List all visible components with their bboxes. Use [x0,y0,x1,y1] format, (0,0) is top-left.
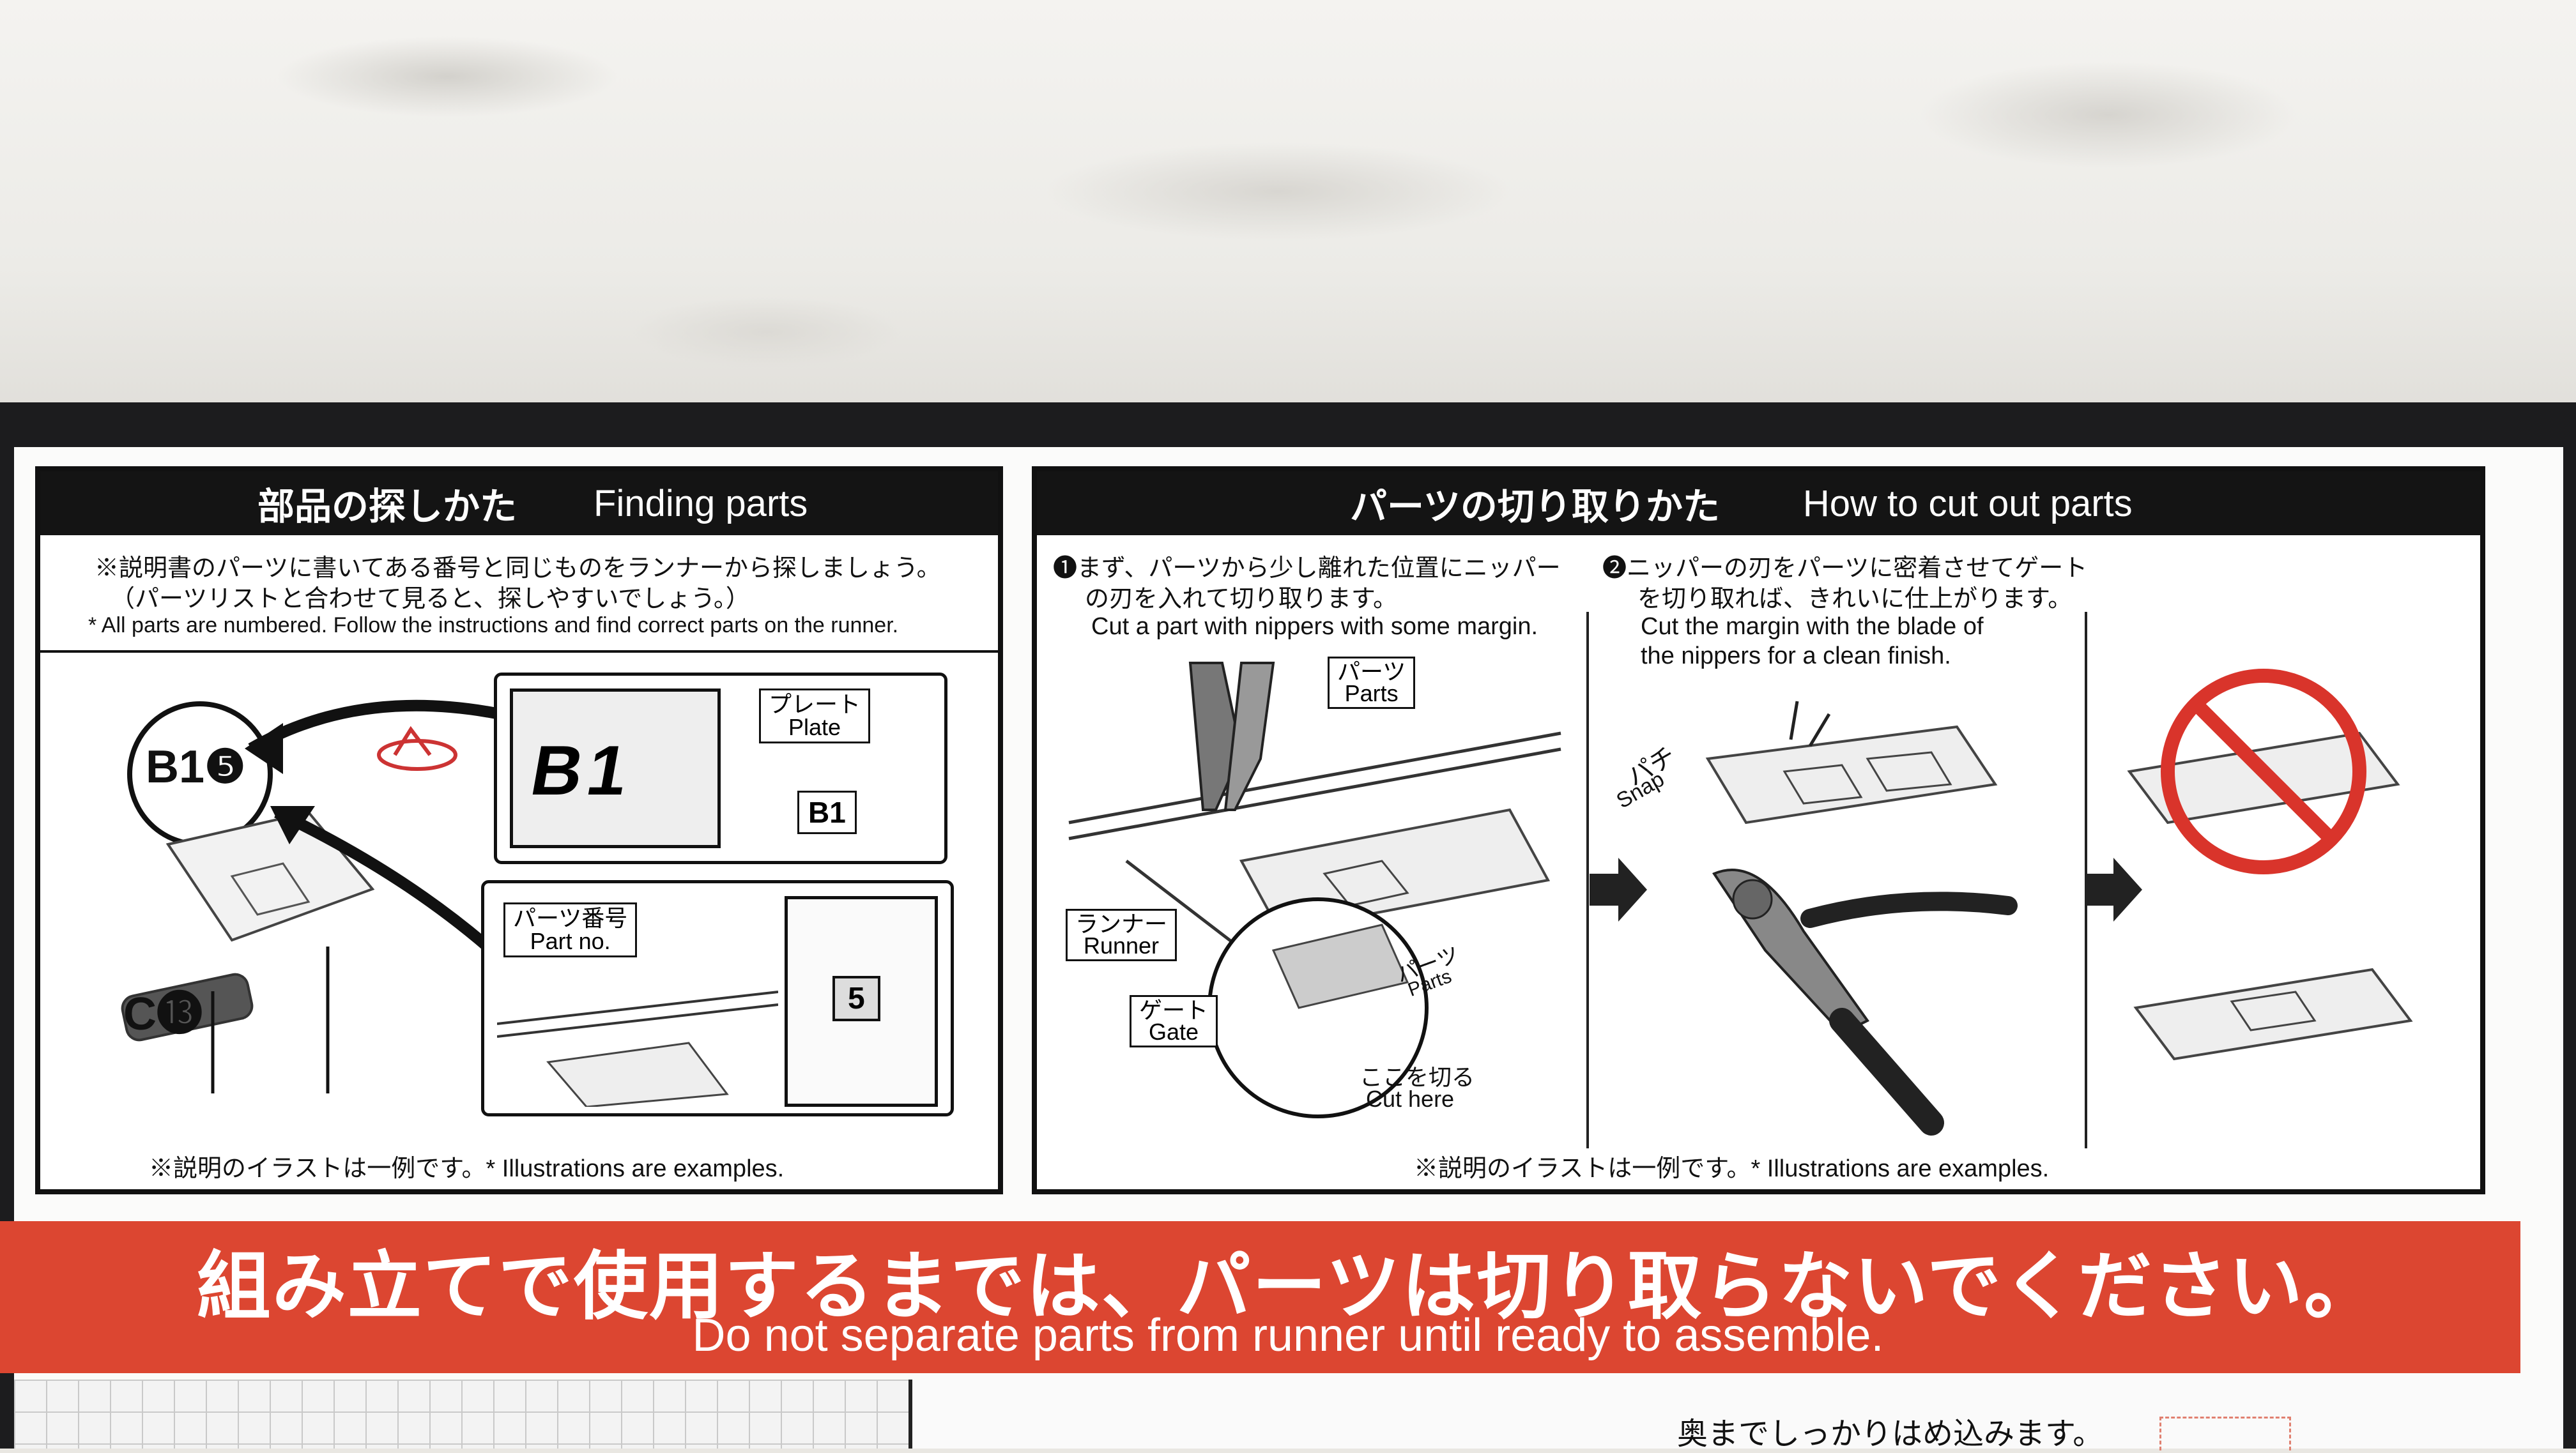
finding-parts-title-en: Finding parts [594,482,808,524]
grid-illustration [14,1380,912,1449]
warning-text-jp: 組み立てで使用するまでは、パーツは切り取らないでください。 [196,1245,2380,1328]
cut-parts-title-jp: パーツの切り取りかた [1350,486,1720,528]
partno-label-jp: パーツ番号 [513,905,628,931]
plate-label-en: Plate [788,714,841,740]
plate-tag-small: B1 [797,791,857,834]
gate-label-jp: ゲート [1139,997,1209,1023]
step1-jp-2: の刃を入れて切り取ります。 [1085,586,1398,612]
step1-jp-1: ❶まず、パーツから少し離れた位置にニッパー [1053,555,1561,582]
step2-illustration [1705,701,2018,1136]
partno-closeup: 5 [785,896,938,1107]
finding-note-en: * All parts are numbered. Follow the ins… [88,613,899,637]
step1-illustration [1068,662,1561,1118]
brick-wall-background [0,0,2576,447]
warning-band [0,1221,2520,1373]
runner-sketch [497,991,778,1107]
divider [40,650,998,653]
step2-en-2: the nippers for a clean finish. [1641,643,1951,669]
parts-label: パーツ Parts [1328,657,1416,709]
warning-text-en: Do not separate parts from runner until … [692,1310,1884,1361]
plate-label-jp: プレート [769,691,861,717]
parts-label-jp: パーツ [1337,658,1406,685]
plate-closeup: B1 [510,688,721,848]
step-arrow-1 [1590,858,1647,922]
step3-illustration [2127,669,2413,1061]
gate-label-en: Gate [1148,1019,1199,1045]
part-callout-c: C⓭ [123,989,203,1040]
step2-en-1: Cut the margin with the blade of [1641,613,1984,640]
cut-here-en: Cut here [1366,1086,1455,1112]
cut-parts-title-en: How to cut out parts [1802,482,2133,524]
finding-footer: ※説明のイラストは一例です。* Illustrations are exampl… [149,1155,785,1182]
next-caption-jp: 奥までしっかりはめ込みます。 [1677,1417,2104,1451]
runner-label-en: Runner [1083,932,1160,959]
runner-tag-large: B1 [525,731,640,810]
step1-en: Cut a part with nippers with some margin… [1091,613,1538,640]
gate-label: ゲート Gate [1130,995,1218,1047]
partno-zoom-box: パーツ番号 Part no. 5 [481,880,954,1116]
plate-zoom-box: B1 プレート Plate B1 [494,673,947,864]
cut-parts-header: パーツの切り取りかた How to cut out parts [1037,471,2480,535]
cut-here-jp: ここを切る [1360,1064,1475,1090]
finding-note-jp-2: （パーツリストと合わせて見ると、探しやすいでしょう。） [111,586,750,612]
prohibit-icon [2161,669,2366,874]
finding-parts-header: 部品の探しかた Finding parts [40,471,998,535]
runner-label-jp: ランナー [1075,911,1168,937]
step2-jp-2: を切り取れば、きれいに仕上がります。 [1637,586,2073,612]
partno-label: パーツ番号 Part no. [503,902,638,957]
step2-jp-1: ❷ニッパーの刃をパーツに密着させてゲート [1602,555,2088,582]
part-callout-b: B1❺ [146,742,246,793]
cut-parts-panel: パーツの切り取りかた How to cut out parts ❶まず、パーツか… [1032,466,2485,1194]
parts-label-en: Parts [1344,680,1399,706]
next-image-frame [2159,1417,2291,1450]
partno-label-en: Part no. [530,928,611,954]
step-arrow-2 [2085,858,2142,922]
finding-parts-panel: 部品の探しかた Finding parts ※説明書のパーツに書いてある番号と同… [35,466,1003,1194]
cut-footer: ※説明のイラストは一例です。* Illustrations are exampl… [1414,1155,2050,1182]
plate-label: プレート Plate [759,688,871,743]
finding-note-jp-1: ※説明書のパーツに書いてある番号と同じものをランナーから探しましょう。 [95,555,941,582]
partno-tag: 5 [832,976,880,1021]
finding-parts-title-jp: 部品の探しかた [257,486,518,528]
runner-label: ランナー Runner [1066,909,1177,961]
step-divider-1 [1586,612,1589,1148]
